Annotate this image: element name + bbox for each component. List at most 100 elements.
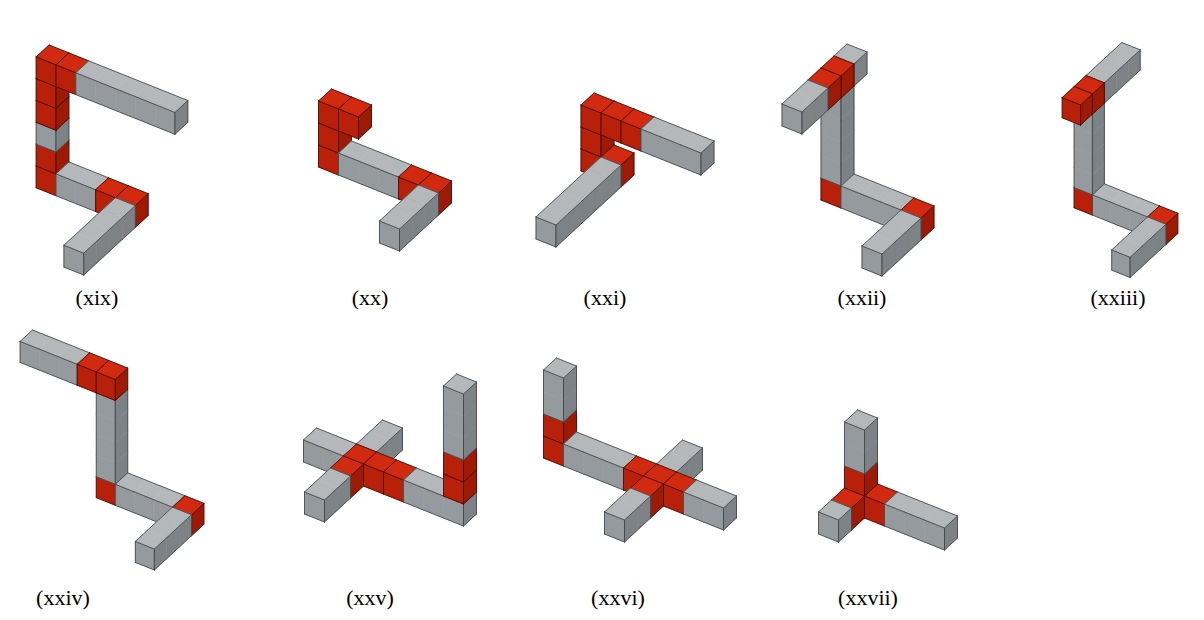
cube-edge <box>463 460 464 482</box>
cube-edge <box>701 153 702 175</box>
cube-edge <box>160 507 172 518</box>
cube-edge <box>77 385 96 393</box>
cube-edge <box>154 559 166 570</box>
cube-edge <box>96 456 97 477</box>
cube-edge <box>397 460 417 468</box>
cube-edge <box>641 151 661 159</box>
cube-edge <box>563 378 564 400</box>
cube-edge <box>601 157 621 165</box>
cube-edge <box>135 541 136 562</box>
cube-edge <box>624 456 637 468</box>
cube-edge <box>398 177 399 199</box>
cube-edge <box>372 149 392 157</box>
cube-edge <box>36 122 56 130</box>
cube-edge <box>127 389 128 410</box>
cube-edge <box>56 196 76 204</box>
cube-edge <box>384 472 404 480</box>
cube-edge <box>575 169 588 181</box>
cube-edge <box>392 157 412 165</box>
face-fill <box>782 92 815 112</box>
cube-face <box>925 508 958 528</box>
face-fill <box>681 133 714 153</box>
cube-edge <box>463 416 464 438</box>
cube-edge <box>384 460 397 472</box>
cube-edge <box>103 198 116 210</box>
cube-edge <box>854 108 855 130</box>
cube-edge <box>318 468 331 480</box>
cube-edge <box>36 79 56 87</box>
cube-edge <box>371 105 372 127</box>
face-fill <box>1112 239 1142 257</box>
cube-edge <box>1104 143 1105 163</box>
cube-edge <box>390 428 403 440</box>
cube-edge <box>884 504 885 526</box>
cube-edge <box>1104 92 1116 103</box>
cube-edge <box>338 109 339 131</box>
cube-edge <box>56 162 69 174</box>
cube-face <box>681 133 714 153</box>
cube-edge <box>476 448 477 470</box>
cube-edge <box>96 435 97 456</box>
cube-edge <box>444 474 464 482</box>
cube-edge <box>1111 222 1129 229</box>
cube-edge <box>957 516 958 538</box>
cube-edge <box>36 57 37 79</box>
cube-edge <box>1092 83 1104 94</box>
cube-edge <box>96 372 97 393</box>
cube-edge <box>851 508 852 530</box>
cube-edge <box>1062 87 1074 98</box>
cube-edge <box>865 496 885 504</box>
cube-edge <box>795 80 808 92</box>
cube-edge <box>819 512 839 520</box>
cube-edge <box>782 104 783 126</box>
cube-edge <box>569 223 582 235</box>
cube-edge <box>49 45 69 53</box>
cube-edge <box>885 492 898 504</box>
cube-edge <box>115 484 116 505</box>
polycube-figure <box>20 330 204 570</box>
cube-edge <box>595 177 608 189</box>
cube-edge <box>438 193 439 215</box>
cube-edge <box>153 500 172 508</box>
cube-edge <box>614 101 634 109</box>
cube-edge <box>865 518 885 526</box>
cube-edge <box>581 149 601 157</box>
cube-edge <box>621 165 622 187</box>
cube-edge <box>90 353 109 361</box>
cube-edge <box>39 349 58 357</box>
cube-edge <box>1092 195 1093 215</box>
cube-edge <box>865 462 878 474</box>
cube-edge <box>399 177 419 185</box>
face-fill <box>704 488 737 508</box>
cube-edge <box>898 492 918 500</box>
cube-edge <box>841 76 842 98</box>
cube-edge <box>1080 105 1081 125</box>
cube-edge <box>96 498 115 506</box>
cube-edge <box>564 444 584 452</box>
cube-edge <box>1074 167 1075 187</box>
face-fill <box>135 530 166 549</box>
cube-edge <box>179 536 191 547</box>
cube-edge <box>828 98 841 110</box>
cube-edge <box>1166 233 1178 244</box>
cube-edge <box>844 444 845 466</box>
cube-edge <box>815 110 828 122</box>
cube-edge <box>576 366 577 388</box>
cube-edge <box>426 215 439 227</box>
cube-edge <box>148 519 160 530</box>
cube-edge <box>304 440 324 448</box>
cube-edge <box>723 508 724 530</box>
cube-edge <box>424 510 444 518</box>
cube-edge <box>109 69 129 77</box>
cube-edge <box>135 530 147 541</box>
cube-edge <box>304 492 305 514</box>
cube-edge <box>544 458 564 466</box>
cube-edge <box>58 378 77 386</box>
cube-edge <box>20 362 39 370</box>
cube-edge <box>544 358 557 370</box>
cube-edge <box>36 188 56 196</box>
cube-edge <box>605 500 618 512</box>
cube-edge <box>882 254 883 276</box>
cube-edge <box>638 518 651 530</box>
cube-edge <box>55 87 56 109</box>
